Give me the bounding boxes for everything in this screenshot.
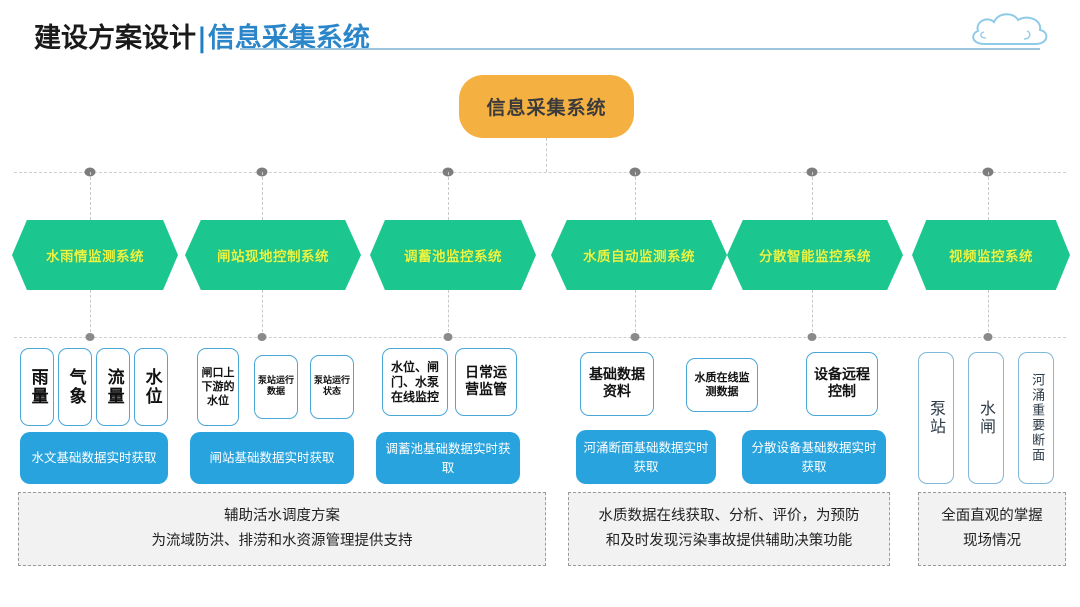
- detail-card-label: 流量: [103, 368, 124, 406]
- drop-top-3: [448, 172, 449, 220]
- branch-label-6: 视频监控系统: [949, 249, 1033, 265]
- summary-bar-label: 分散设备基础数据实时获取: [751, 439, 877, 474]
- detail-card-daily-operation-supervision[interactable]: 日常运营监管: [455, 348, 517, 416]
- title-primary: 建设方案设计: [34, 23, 196, 54]
- summary-bar-label: 调蓄池基础数据实时获取: [385, 440, 511, 475]
- drop-top-2: [262, 172, 263, 220]
- branch-label-1: 水雨情监测系统: [46, 249, 144, 265]
- detail-card-pump-run-status[interactable]: 泵站运行状态: [310, 355, 354, 419]
- mid-bus-dot-5: [807, 333, 817, 341]
- branch-label-3: 调蓄池监控系统: [404, 249, 502, 265]
- drop-mid-1: [90, 290, 91, 337]
- mid-bus-dot-2: [257, 333, 267, 341]
- summary-panel-water-quality: 水质数据在线获取、分析、评价，为预防 和及时发现污染事故提供辅助决策功能: [568, 492, 890, 566]
- detail-card-label: 雨量: [27, 368, 48, 406]
- detail-card-waterlevel[interactable]: 水位: [134, 348, 168, 426]
- drop-top-1: [90, 172, 91, 220]
- detail-card-basic-data-records[interactable]: 基础数据资料: [580, 352, 654, 416]
- connector-bus-top: [14, 172, 1066, 173]
- summary-panel-line1: 水质数据在线获取、分析、评价，为预防: [598, 507, 860, 524]
- detail-card-water-gate[interactable]: 水闸: [968, 352, 1004, 484]
- root-node-info-collection-system[interactable]: 信息采集系统: [459, 75, 634, 138]
- slide-header: 建设方案设计 | 信息采集系统: [0, 0, 1080, 64]
- detail-card-label: 河涌重要断面: [1029, 373, 1045, 463]
- summary-panel-video-monitoring: 全面直观的掌握 现场情况: [918, 492, 1066, 566]
- detail-card-pump-station[interactable]: 泵站: [918, 352, 954, 484]
- mid-bus-dot-1: [85, 333, 95, 341]
- cloud-icon: [972, 13, 1048, 45]
- detail-card-label: 闸口上下游的水位: [201, 366, 235, 407]
- summary-panel-line1: 辅助活水调度方案: [224, 507, 340, 524]
- detail-card-flow[interactable]: 流量: [96, 348, 130, 426]
- branch-label-2: 闸站现地控制系统: [217, 249, 329, 265]
- detail-card-label: 气象: [65, 368, 86, 406]
- summary-bar-gate-station[interactable]: 闸站基础数据实时获取: [190, 432, 354, 484]
- drop-mid-2: [262, 290, 263, 337]
- branch-label-4: 水质自动监测系统: [583, 249, 695, 265]
- detail-card-label: 水位、闸门、水泵在线监控: [390, 359, 439, 404]
- detail-card-rainfall[interactable]: 雨量: [20, 348, 54, 426]
- drop-top-5: [812, 172, 813, 220]
- detail-card-water-quality-online-data[interactable]: 水质在线监测数据: [686, 358, 758, 412]
- branch-node-4[interactable]: 水质自动监测系统: [551, 220, 727, 290]
- detail-card-level-gate-pump-online[interactable]: 水位、闸门、水泵在线监控: [382, 348, 448, 416]
- detail-card-key-river-section[interactable]: 河涌重要断面: [1018, 352, 1054, 484]
- connector-root-to-bus: [546, 138, 547, 172]
- summary-bar-storage-tank[interactable]: 调蓄池基础数据实时获取: [376, 432, 520, 484]
- drop-mid-5: [812, 290, 813, 337]
- detail-card-remote-device-control[interactable]: 设备远程控制: [806, 352, 878, 416]
- summary-bar-label: 水文基础数据实时获取: [31, 450, 157, 466]
- summary-bar-river-section[interactable]: 河涌断面基础数据实时获取: [576, 430, 716, 484]
- drop-mid-6: [988, 290, 989, 337]
- detail-card-label: 泵站运行状态: [314, 375, 351, 397]
- drop-mid-4: [635, 290, 636, 337]
- detail-card-label: 泵站: [927, 400, 946, 436]
- summary-panel-line2: 为流域防洪、排涝和水资源管理提供支持: [151, 533, 413, 549]
- branch-node-2[interactable]: 闸站现地控制系统: [185, 220, 361, 290]
- title-divider: |: [197, 23, 207, 54]
- summary-bar-label: 河涌断面基础数据实时获取: [583, 439, 709, 474]
- summary-bar-distributed-device[interactable]: 分散设备基础数据实时获取: [742, 430, 886, 484]
- mid-bus-dot-6: [983, 333, 993, 341]
- detail-card-label: 设备远程控制: [814, 366, 870, 401]
- mid-bus-dot-4: [630, 333, 640, 341]
- summary-panel-line2: 现场情况: [963, 533, 1021, 549]
- branch-node-6[interactable]: 视频监控系统: [912, 220, 1070, 290]
- summary-bar-hydrology[interactable]: 水文基础数据实时获取: [20, 432, 168, 484]
- summary-bar-label: 闸站基础数据实时获取: [209, 450, 335, 466]
- branch-label-5: 分散智能监控系统: [759, 249, 871, 265]
- title-underline: [240, 48, 1040, 50]
- connector-bus-mid: [14, 337, 1066, 338]
- branch-node-1[interactable]: 水雨情监测系统: [12, 220, 178, 290]
- detail-card-label: 水闸: [977, 400, 996, 436]
- detail-card-label: 日常运营监管: [465, 364, 507, 399]
- detail-card-label: 水质在线监测数据: [694, 371, 750, 398]
- detail-card-label: 基础数据资料: [589, 366, 645, 401]
- summary-panel-water-dispatch: 辅助活水调度方案 为流域防洪、排涝和水资源管理提供支持: [18, 492, 546, 566]
- drop-top-4: [635, 172, 636, 220]
- detail-card-pump-run-data[interactable]: 泵站运行数据: [254, 355, 298, 419]
- mid-bus-dot-3: [443, 333, 453, 341]
- branch-node-3[interactable]: 调蓄池监控系统: [370, 220, 536, 290]
- summary-panel-line1: 全面直观的掌握: [941, 507, 1043, 524]
- summary-panel-line2: 和及时发现污染事故提供辅助决策功能: [605, 533, 853, 549]
- detail-card-gate-upstream-downstream-level[interactable]: 闸口上下游的水位: [197, 348, 239, 426]
- detail-card-label: 泵站运行数据: [258, 375, 295, 397]
- drop-mid-3: [448, 290, 449, 337]
- root-node-label: 信息采集系统: [486, 97, 607, 119]
- branch-node-5[interactable]: 分散智能监控系统: [727, 220, 903, 290]
- detail-card-label: 水位: [141, 368, 162, 406]
- detail-card-weather[interactable]: 气象: [58, 348, 92, 426]
- drop-top-6: [988, 172, 989, 220]
